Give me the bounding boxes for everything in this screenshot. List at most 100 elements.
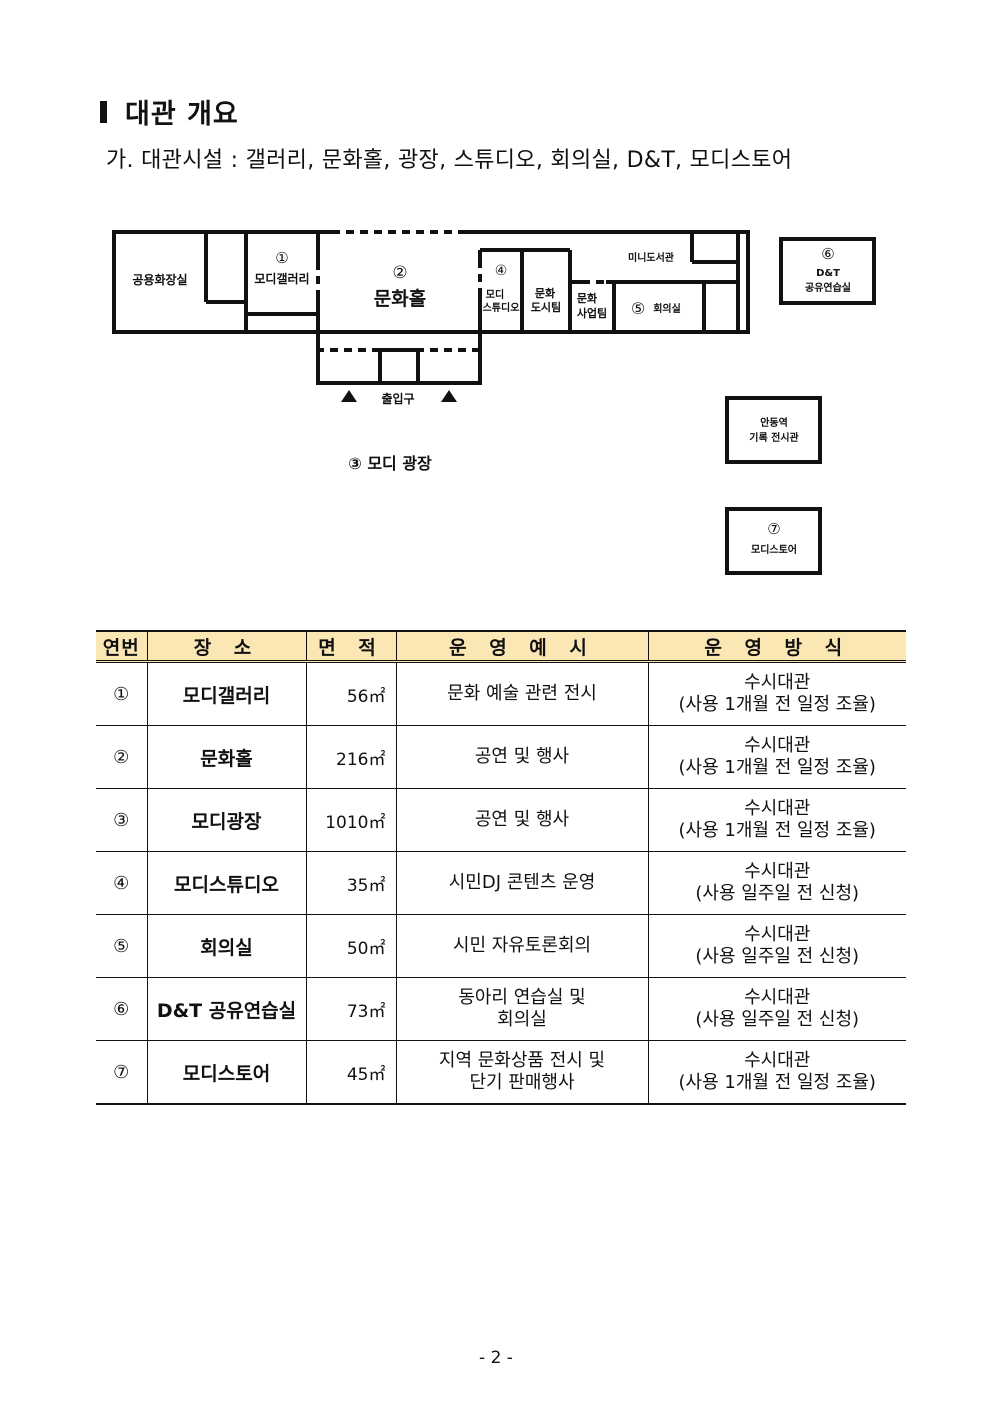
section-title: 대관 개요 xyxy=(125,99,239,130)
section-heading: 대관 개요 xyxy=(100,92,239,131)
row-use-line-1: 지역 문화상품 전시 및 xyxy=(438,1050,606,1071)
row-method: 수시대관(사용 일주일 전 신청) xyxy=(647,851,906,915)
powder-room-label: 공용화장실 xyxy=(132,272,187,287)
row-use: 공연 및 행사 xyxy=(395,725,648,789)
row-method: 수시대관(사용 1개월 전 일정 조율) xyxy=(647,661,906,726)
table-row: ① 모디갤러리 56㎡ 문화 예술 관련 전시 수시대관(사용 1개월 전 일정… xyxy=(96,661,906,726)
station-archive-outline xyxy=(725,396,822,464)
dt-room-outline xyxy=(779,237,876,305)
store-number: ⑦ xyxy=(767,520,780,538)
row-number: ③ xyxy=(96,788,147,852)
row-area: 35㎡ xyxy=(305,851,396,915)
row-use-line-1: 시민 자유토론회의 xyxy=(452,935,592,956)
dt-label-2: 공유연습실 xyxy=(805,281,851,294)
row-number: ① xyxy=(96,661,147,726)
row-method: 수시대관(사용 1개월 전 일정 조율) xyxy=(647,788,906,852)
row-method-line-2: (사용 1개월 전 일정 조율) xyxy=(678,694,876,715)
row-use-line-1: 문화 예술 관련 전시 xyxy=(447,683,597,704)
store-label: 모디스토어 xyxy=(751,543,797,556)
floor-plan: 공용화장실 ① 모디갤러리 ② 문화홀 ④ 모디 스튜디오 문화 도시팀 문화 … xyxy=(112,229,876,575)
row-method-line-2: (사용 1개월 전 일정 조율) xyxy=(678,820,876,841)
dt-label-1: D&T xyxy=(816,268,840,279)
row-number: ⑤ xyxy=(96,914,147,978)
row-number: ② xyxy=(96,725,147,789)
facilities-line: 가. 대관시설 : 갤러리, 문화홀, 광장, 스튜디오, 회의실, D&T, … xyxy=(106,148,793,173)
plaza-label: ③ 모디 광장 xyxy=(348,454,432,473)
meeting-label: 회의실 xyxy=(653,302,681,315)
culture-biz-label-2: 사업팀 xyxy=(577,306,607,320)
culture-city-label-2: 도시팀 xyxy=(531,301,561,314)
row-method: 수시대관(사용 1개월 전 일정 조율) xyxy=(647,725,906,789)
row-method-line-2: (사용 일주일 전 신청) xyxy=(695,1009,860,1030)
station-label-1: 안동역 xyxy=(760,416,788,429)
gallery-label: 모디갤러리 xyxy=(254,271,309,286)
main-building-outline xyxy=(112,230,750,334)
culture-biz-label-1: 문화 xyxy=(577,291,597,305)
row-method: 수시대관(사용 일주일 전 신청) xyxy=(647,914,906,978)
table-row: ④ 모디스튜디오 35㎡ 시민DJ 콘텐츠 운영 수시대관(사용 일주일 전 신… xyxy=(96,851,906,915)
row-use-line-1: 시민DJ 콘텐츠 운영 xyxy=(448,872,596,893)
table-header-row: 연번 장 소 면 적 운 영 예 시 운 영 방 식 xyxy=(96,630,906,663)
row-use: 문화 예술 관련 전시 xyxy=(395,661,648,726)
hall-number: ② xyxy=(392,263,407,283)
entrance-block xyxy=(316,348,482,385)
row-number: ⑦ xyxy=(96,1040,147,1105)
table-row: ⑤ 회의실 50㎡ 시민 자유토론회의 수시대관(사용 일주일 전 신청) xyxy=(96,914,906,978)
row-area: 45㎡ xyxy=(305,1040,396,1105)
entrance-arrow-left xyxy=(341,390,357,402)
row-use: 시민DJ 콘텐츠 운영 xyxy=(395,851,648,915)
header-no: 연번 xyxy=(96,630,147,663)
row-method-line-1: 수시대관 xyxy=(744,735,811,756)
header-area: 면 적 xyxy=(305,630,396,663)
entrance-arrow-right xyxy=(441,390,457,402)
row-method-line-1: 수시대관 xyxy=(744,924,811,945)
row-place: 문화홀 xyxy=(146,725,306,789)
studio-number: ④ xyxy=(495,263,508,279)
row-place: 모디스튜디오 xyxy=(146,851,306,915)
row-use-line-1: 공연 및 행사 xyxy=(474,809,570,830)
row-area: 216㎡ xyxy=(305,725,396,789)
meeting-number: ⑤ xyxy=(631,299,645,318)
heading-bullet xyxy=(100,100,107,123)
header-use: 운 영 예 시 xyxy=(395,630,648,663)
row-method: 수시대관(사용 1개월 전 일정 조율) xyxy=(647,1040,906,1105)
row-use-line-2: 단기 판매행사 xyxy=(469,1072,575,1093)
row-number: ⑥ xyxy=(96,977,147,1041)
studio-label-2: 스튜디오 xyxy=(483,301,520,314)
row-use-line-1: 동아리 연습실 및 xyxy=(458,987,586,1008)
row-place: 회의실 xyxy=(146,914,306,978)
studio-label-1: 모디 xyxy=(486,288,504,301)
row-method-line-1: 수시대관 xyxy=(744,987,811,1008)
page-number: - 2 - xyxy=(479,1348,513,1368)
row-use-line-1: 공연 및 행사 xyxy=(474,746,570,767)
row-area: 73㎡ xyxy=(305,977,396,1041)
row-method-line-2: (사용 1개월 전 일정 조율) xyxy=(678,1072,876,1093)
row-place: 모디갤러리 xyxy=(146,661,306,726)
row-number: ④ xyxy=(96,851,147,915)
row-use: 공연 및 행사 xyxy=(395,788,648,852)
row-area: 1010㎡ xyxy=(305,788,396,852)
dt-number: ⑥ xyxy=(821,245,834,263)
gallery-number: ① xyxy=(275,249,288,267)
row-place: 모디스토어 xyxy=(146,1040,306,1105)
culture-city-label-1: 문화 xyxy=(535,286,555,300)
row-method-line-1: 수시대관 xyxy=(744,1050,811,1071)
row-method: 수시대관(사용 일주일 전 신청) xyxy=(647,977,906,1041)
hall-label: 문화홀 xyxy=(374,287,426,310)
row-method-line-1: 수시대관 xyxy=(744,798,811,819)
row-method-line-2: (사용 1개월 전 일정 조율) xyxy=(678,757,876,778)
row-method-line-1: 수시대관 xyxy=(744,861,811,882)
table-row: ② 문화홀 216㎡ 공연 및 행사 수시대관(사용 1개월 전 일정 조율) xyxy=(96,725,906,789)
row-use-line-2: 회의실 xyxy=(497,1009,547,1030)
store-outline xyxy=(725,507,822,575)
station-label-2: 기록 전시관 xyxy=(749,431,799,444)
row-method-line-2: (사용 일주일 전 신청) xyxy=(695,946,860,967)
row-use: 시민 자유토론회의 xyxy=(395,914,648,978)
table-row: ③ 모디광장 1010㎡ 공연 및 행사 수시대관(사용 1개월 전 일정 조율… xyxy=(96,788,906,852)
header-place: 장 소 xyxy=(146,630,306,663)
row-method-line-1: 수시대관 xyxy=(744,672,811,693)
